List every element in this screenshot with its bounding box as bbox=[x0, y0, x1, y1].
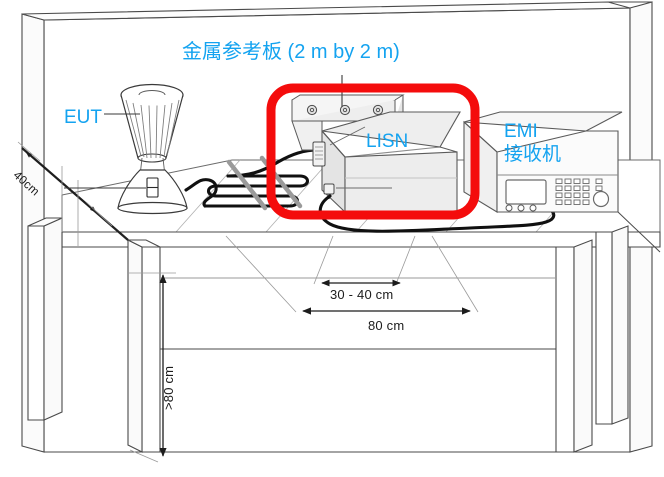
dim-depth-40cm bbox=[17, 141, 129, 246]
lamp-shade-ribs bbox=[125, 99, 180, 159]
dim-table-height bbox=[128, 272, 176, 463]
lisn-highlight bbox=[266, 83, 480, 220]
receiver-display bbox=[505, 179, 547, 205]
label-lisn: LISN bbox=[366, 131, 409, 152]
receiver-knob bbox=[592, 190, 610, 208]
eut-lamp bbox=[64, 83, 188, 215]
receiver-connectors bbox=[505, 204, 537, 212]
bracket-screws bbox=[306, 104, 384, 116]
label-emi-line1: EMI bbox=[504, 121, 538, 142]
page-title: 金属参考板 (2 m by 2 m) bbox=[182, 41, 400, 63]
dim-lisn-spacing bbox=[313, 235, 416, 287]
dimension-label-lisn-spacing: 30 - 40 cm bbox=[330, 287, 394, 302]
label-eut: EUT bbox=[64, 107, 102, 128]
dim-eut-to-lisn bbox=[225, 235, 479, 315]
receiver-keypad bbox=[555, 178, 603, 205]
lisn-input-connector bbox=[312, 141, 326, 167]
label-emi-line2: 接收机 bbox=[504, 144, 562, 166]
lisn-unit bbox=[291, 75, 461, 214]
dimension-label-eut-to-lisn: 80 cm bbox=[368, 318, 405, 333]
dimension-label-table-height: >80 cm bbox=[161, 365, 176, 410]
